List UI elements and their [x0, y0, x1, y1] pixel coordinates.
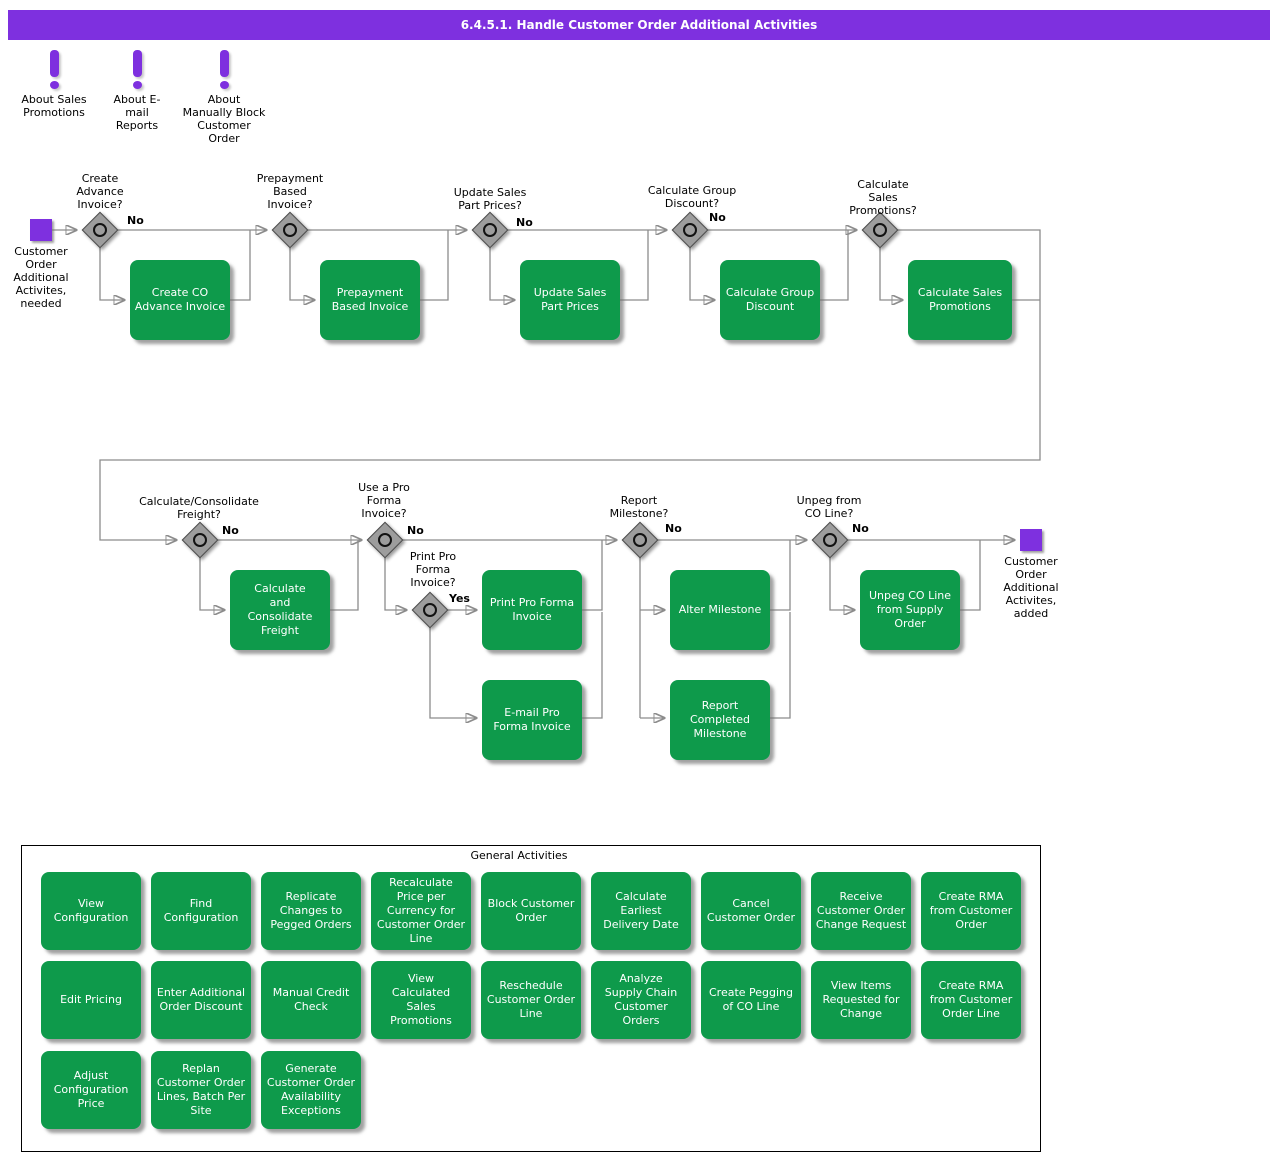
- ga-manual-credit-check[interactable]: Manual Credit Check: [261, 961, 361, 1039]
- ga-analyze-supply-chain-customer-orders[interactable]: Analyze Supply Chain Customer Orders: [591, 961, 691, 1039]
- end-node: [1020, 529, 1042, 551]
- note-about-email-reports[interactable]: About E- mail Reports: [107, 50, 167, 132]
- note-label[interactable]: About Manually Block Customer Order: [182, 93, 266, 145]
- branch-label: No: [407, 524, 424, 537]
- note-about-manually-block-customer-order[interactable]: About Manually Block Customer Order: [179, 50, 269, 145]
- note-label[interactable]: About Sales Promotions: [21, 93, 87, 119]
- ga-recalculate-price-per-currency[interactable]: Recalculate Price per Currency for Custo…: [371, 872, 471, 950]
- gateway-ring-icon: [423, 603, 437, 617]
- ga-calculate-earliest-delivery-date[interactable]: Calculate Earliest Delivery Date: [591, 872, 691, 950]
- activity-calculate-and-consolidate-freight[interactable]: Calculate and Consolidate Freight: [230, 570, 330, 650]
- activity-calculate-sales-promotions[interactable]: Calculate Sales Promotions: [908, 260, 1012, 340]
- branch-label: Yes: [449, 592, 470, 605]
- decision-calculate-consolidate-freight: [181, 521, 219, 559]
- decision-calculate-sales-promotions: [861, 211, 899, 249]
- decision-create-advance-invoice: [81, 211, 119, 249]
- decision-question: Calculate Group Discount?: [647, 184, 737, 210]
- gateway-ring-icon: [633, 533, 647, 547]
- ga-generate-customer-order-availability-exceptions[interactable]: Generate Customer Order Availability Exc…: [261, 1051, 361, 1129]
- ga-cancel-customer-order[interactable]: Cancel Customer Order: [701, 872, 801, 950]
- general-activities-panel: General Activities View Configuration Fi…: [21, 845, 1041, 1152]
- activity-update-sales-part-prices[interactable]: Update Sales Part Prices: [520, 260, 620, 340]
- exclamation-dot-icon[interactable]: [49, 81, 59, 89]
- activity-create-co-advance-invoice[interactable]: Create CO Advance Invoice: [130, 260, 230, 340]
- page-title: 6.4.5.1. Handle Customer Order Additiona…: [460, 18, 818, 32]
- activity-calculate-group-discount[interactable]: Calculate Group Discount: [720, 260, 820, 340]
- ga-create-rma-from-customer-order[interactable]: Create RMA from Customer Order: [921, 872, 1021, 950]
- ga-create-rma-from-customer-order-line[interactable]: Create RMA from Customer Order Line: [921, 961, 1021, 1039]
- branch-label: No: [852, 522, 869, 535]
- exclamation-icon[interactable]: [132, 50, 142, 77]
- decision-question: Create Advance Invoice?: [76, 172, 124, 211]
- note-about-sales-promotions[interactable]: About Sales Promotions: [14, 50, 94, 119]
- gateway-ring-icon: [378, 533, 392, 547]
- activity-prepayment-based-invoice[interactable]: Prepayment Based Invoice: [320, 260, 420, 340]
- ga-view-configuration[interactable]: View Configuration: [41, 872, 141, 950]
- end-node-label: Customer Order Additional Activites, add…: [1003, 555, 1059, 620]
- decision-prepayment-based-invoice: [271, 211, 309, 249]
- gateway-ring-icon: [873, 223, 887, 237]
- title-bar: 6.4.5.1. Handle Customer Order Additiona…: [8, 10, 1270, 40]
- decision-question: Update Sales Part Prices?: [453, 186, 527, 212]
- note-label[interactable]: About E- mail Reports: [113, 93, 161, 132]
- ga-receive-customer-order-change-request[interactable]: Receive Customer Order Change Request: [811, 872, 911, 950]
- ga-replan-customer-order-lines-batch-per-site[interactable]: Replan Customer Order Lines, Batch Per S…: [151, 1051, 251, 1129]
- gateway-ring-icon: [483, 223, 497, 237]
- ga-view-items-requested-for-change[interactable]: View Items Requested for Change: [811, 961, 911, 1039]
- activity-print-pro-forma-invoice[interactable]: Print Pro Forma Invoice: [482, 570, 582, 650]
- decision-question: Prepayment Based Invoice?: [256, 172, 324, 211]
- branch-label: No: [665, 522, 682, 535]
- decision-question: Calculate/Consolidate Freight?: [139, 495, 259, 521]
- start-node: [30, 219, 52, 241]
- activity-unpeg-co-line-from-supply-order[interactable]: Unpeg CO Line from Supply Order: [860, 570, 960, 650]
- ga-reschedule-customer-order-line[interactable]: Reschedule Customer Order Line: [481, 961, 581, 1039]
- ga-find-configuration[interactable]: Find Configuration: [151, 872, 251, 950]
- ga-block-customer-order[interactable]: Block Customer Order: [481, 872, 581, 950]
- gateway-ring-icon: [823, 533, 837, 547]
- decision-use-pro-forma-invoice: [366, 521, 404, 559]
- exclamation-dot-icon[interactable]: [219, 81, 229, 89]
- start-node-label: Customer Order Additional Activites, nee…: [13, 245, 69, 310]
- decision-print-pro-forma-invoice: [411, 591, 449, 629]
- gateway-ring-icon: [283, 223, 297, 237]
- exclamation-dot-icon[interactable]: [132, 81, 142, 89]
- branch-label: No: [709, 211, 726, 224]
- gateway-ring-icon: [193, 533, 207, 547]
- ga-edit-pricing[interactable]: Edit Pricing: [41, 961, 141, 1039]
- ga-adjust-configuration-price[interactable]: Adjust Configuration Price: [41, 1051, 141, 1129]
- general-activities-title: General Activities: [470, 849, 568, 862]
- ga-view-calculated-sales-promotions[interactable]: View Calculated Sales Promotions: [371, 961, 471, 1039]
- branch-label: No: [127, 214, 144, 227]
- gateway-ring-icon: [683, 223, 697, 237]
- decision-question: Report Milestone?: [609, 494, 669, 520]
- activity-email-pro-forma-invoice[interactable]: E-mail Pro Forma Invoice: [482, 680, 582, 760]
- activity-report-completed-milestone[interactable]: Report Completed Milestone: [670, 680, 770, 760]
- branch-label: No: [222, 524, 239, 537]
- decision-report-milestone: [621, 521, 659, 559]
- decision-unpeg-from-co-line: [811, 521, 849, 559]
- decision-question: Use a Pro Forma Invoice?: [358, 481, 410, 520]
- exclamation-icon[interactable]: [49, 50, 59, 77]
- decision-update-sales-part-prices: [471, 211, 509, 249]
- decision-question: Print Pro Forma Invoice?: [409, 550, 457, 589]
- ga-replicate-changes-to-pegged-orders[interactable]: Replicate Changes to Pegged Orders: [261, 872, 361, 950]
- gateway-ring-icon: [93, 223, 107, 237]
- decision-calculate-group-discount: [671, 211, 709, 249]
- ga-create-pegging-of-co-line[interactable]: Create Pegging of CO Line: [701, 961, 801, 1039]
- activity-alter-milestone[interactable]: Alter Milestone: [670, 570, 770, 650]
- exclamation-icon[interactable]: [219, 50, 229, 77]
- ga-enter-additional-order-discount[interactable]: Enter Additional Order Discount: [151, 961, 251, 1039]
- decision-question: Unpeg from CO Line?: [796, 494, 862, 520]
- decision-question: Calculate Sales Promotions?: [849, 178, 917, 217]
- branch-label: No: [516, 216, 533, 229]
